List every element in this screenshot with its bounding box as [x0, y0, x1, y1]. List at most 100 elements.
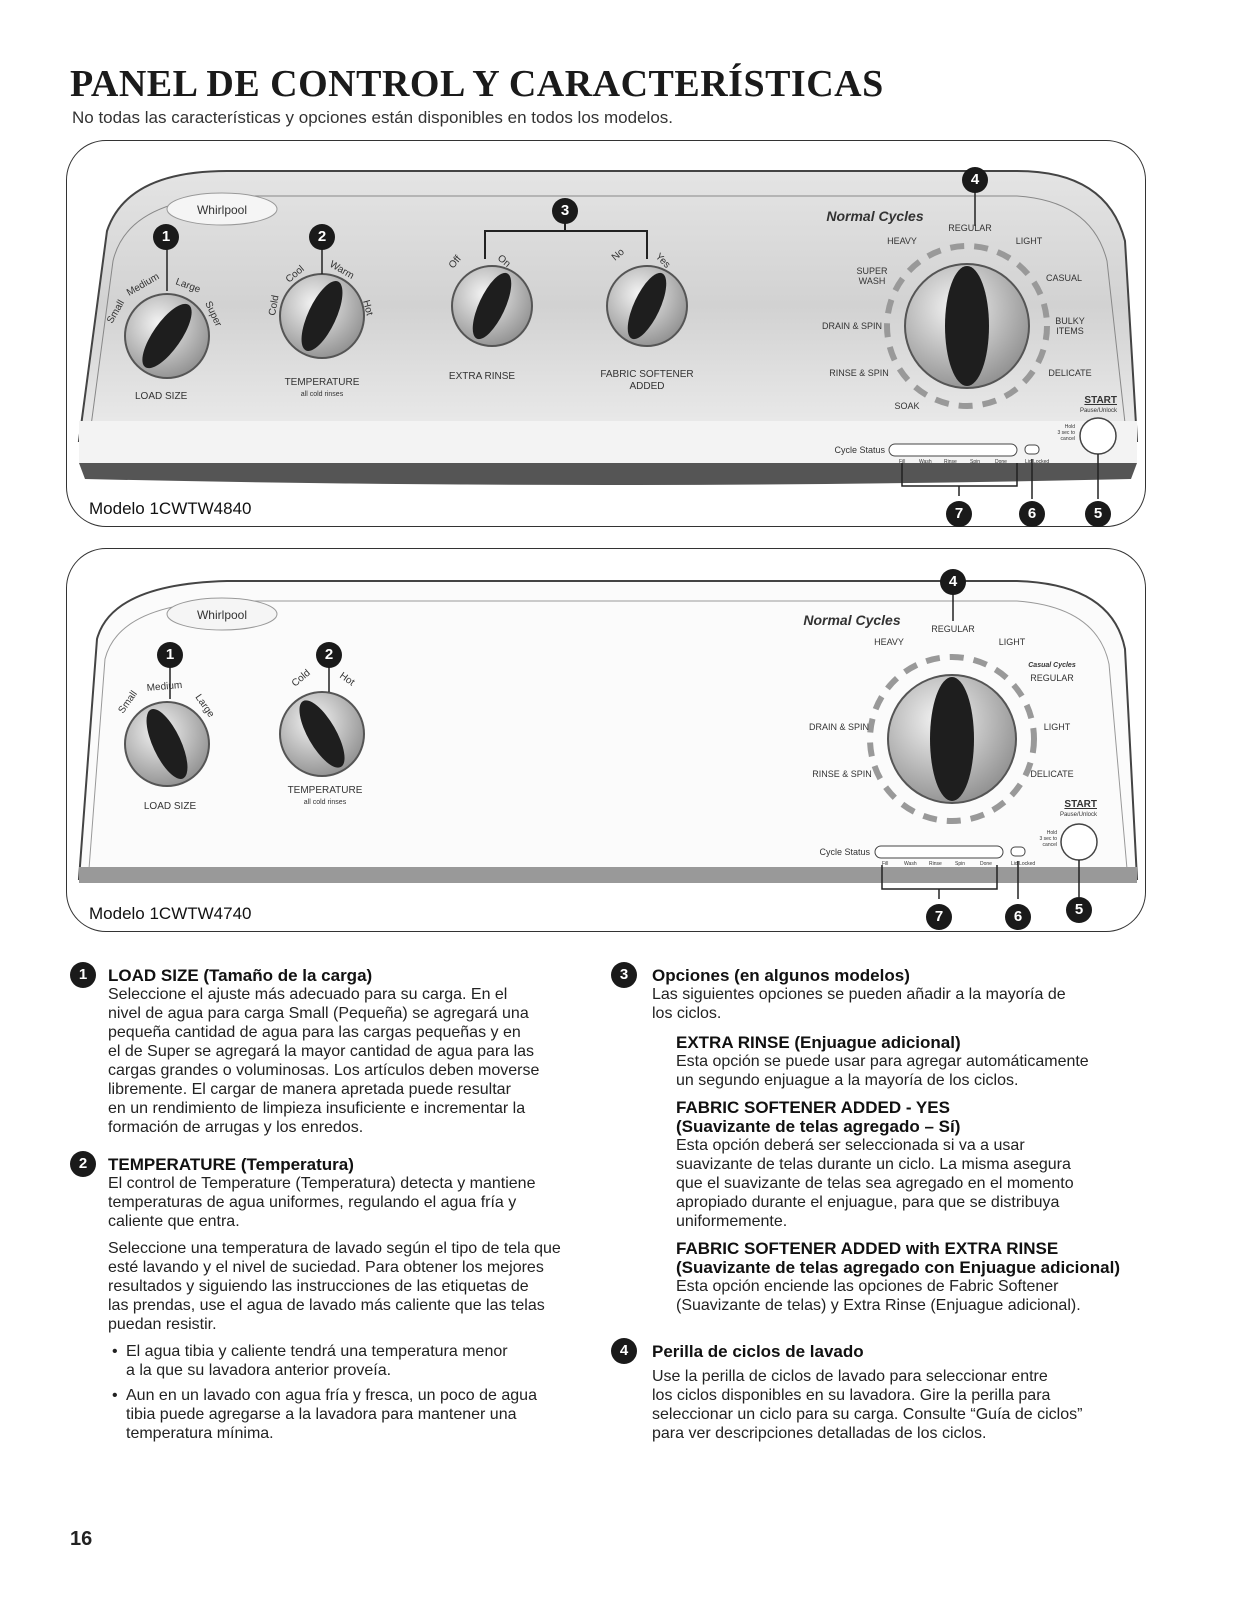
callout-1-2: 1: [157, 642, 183, 668]
page-title: PANEL DE CONTROL Y CARACTERÍSTICAS: [70, 63, 884, 105]
callout-4-2: 4: [940, 569, 966, 595]
callout-6-2: 6: [1005, 904, 1031, 930]
status-lid-locked-2: Lid Locked: [1011, 861, 1035, 867]
section-4-heading: Perilla de ciclos de lavado: [652, 1342, 864, 1361]
s4-line-0: Use la perilla de ciclos de lavado para …: [652, 1368, 1048, 1385]
temperature-title: TEMPERATURE: [285, 377, 360, 388]
page-subtitle: No todas las características y opciones …: [72, 108, 673, 127]
cycle-delicate-2: DELICATE: [1030, 769, 1073, 779]
temperature-knob-2[interactable]: [279, 691, 365, 777]
section-options: Opciones (en algunos modelos) Las siguie…: [652, 966, 1172, 1315]
s2-b2-2: temperatura mínima.: [126, 1425, 274, 1442]
callout-7-2: 7: [926, 904, 952, 930]
cycle-selector-knob-2[interactable]: [887, 674, 1017, 804]
section-2-number: 2: [70, 1151, 96, 1177]
cycle-heavy-2: HEAVY: [874, 637, 904, 647]
callout-5-2: 5: [1066, 897, 1092, 923]
lid-locked-light: [1024, 444, 1040, 455]
cycle-casual: CASUAL: [1046, 273, 1082, 283]
load-medium-label-2: Medium: [146, 680, 182, 694]
s1-line-5: libremente. El cargar de manera apretada…: [108, 1081, 511, 1098]
s1-line-2: pequeña cantidad de agua para las cargas…: [108, 1024, 521, 1041]
extra-rinse-title: EXTRA RINSE: [449, 371, 515, 382]
s3-c-1: (Suavizante de telas) y Extra Rinse (Enj…: [676, 1297, 1081, 1314]
cycle-rinse-spin-2: RINSE & SPIN: [812, 769, 872, 779]
status-rinse-2: Rinse: [929, 861, 942, 867]
s4-line-1: los ciclos disponibles en su lavadora. G…: [652, 1387, 1051, 1404]
load-size-knob-2[interactable]: [124, 701, 210, 787]
s3-a-0: Esta opción se puede usar para agregar a…: [676, 1053, 1089, 1070]
s2-b1-1: a la que su lavadora anterior proveía.: [126, 1362, 392, 1379]
s3-a-1: un segundo enjuague a la mayoría de los …: [676, 1072, 1019, 1089]
s3-b-2: que el suavizante de telas sea agregado …: [676, 1175, 1074, 1192]
s3-intro-0: Las siguientes opciones se pueden añadir…: [652, 986, 1066, 1003]
s3-b-1: suavizante de telas durante un ciclo. La…: [676, 1156, 1071, 1173]
cycle-status-lights: [888, 443, 1018, 457]
s2-bullet-2: Aun en un lavado con agua fría y fresca,…: [108, 1386, 608, 1443]
temp-cold-label: Cold: [267, 294, 281, 316]
softener-title-1: FABRIC SOFTENER: [600, 369, 693, 380]
s2-p1-0: El control de Temperature (Temperatura) …: [108, 1175, 536, 1192]
temperature-subtitle: all cold rinses: [301, 391, 344, 398]
cycle-drain-spin-2: DRAIN & SPIN: [809, 722, 869, 732]
panel-model-4740: Whirlpool Small Medium Large LOAD SIZE C…: [66, 548, 1146, 932]
callout-7: 7: [946, 501, 972, 527]
start-button-2[interactable]: [1060, 823, 1098, 861]
cycle-light: LIGHT: [1016, 236, 1043, 246]
section-2-heading: TEMPERATURE (Temperatura): [108, 1155, 354, 1174]
s2-p2-2: resultados y siguiendo las instrucciones…: [108, 1278, 529, 1295]
cycle-bulky-2: ITEMS: [1056, 326, 1084, 336]
cycle-selector-knob[interactable]: [904, 263, 1030, 389]
load-size-knob[interactable]: [124, 293, 210, 379]
panel-4740-illustration: Whirlpool Small Medium Large LOAD SIZE C…: [77, 580, 1139, 899]
temperature-knob[interactable]: [279, 273, 365, 359]
temperature-subtitle-2: all cold rinses: [304, 799, 347, 806]
cycle-super-2: WASH: [859, 276, 886, 286]
s3-c-0: Esta opción enciende las opciones de Fab…: [676, 1278, 1059, 1295]
s1-line-6: en un rendimiento de limpieza insuficien…: [108, 1100, 526, 1117]
status-done-2: Done: [980, 861, 992, 867]
casual-light: LIGHT: [1044, 722, 1071, 732]
cycle-regular: REGULAR: [948, 223, 992, 233]
status-lid-locked: Lid Locked: [1025, 459, 1049, 465]
softener-yes-heading: FABRIC SOFTENER ADDED - YES: [676, 1098, 950, 1117]
section-1-number: 1: [70, 962, 96, 988]
cycle-bulky-1: BULKY: [1055, 316, 1085, 326]
status-wash-2: Wash: [904, 861, 917, 867]
hold-text-2-2: 3 sec to: [1039, 836, 1057, 842]
model-label-4740: Modelo 1CWTW4740: [89, 904, 252, 923]
extra-rinse-knob[interactable]: [451, 265, 533, 347]
cycle-soak: SOAK: [894, 401, 919, 411]
callout-1: 1: [153, 224, 179, 250]
s1-line-7: formación de arrugas y los enredos.: [108, 1119, 364, 1136]
s2-b2-1: tibia puede agregarse a la lavadora para…: [126, 1406, 517, 1423]
hold-text-2: 3 sec to: [1057, 430, 1075, 436]
status-wash: Wash: [919, 459, 932, 465]
start-button[interactable]: [1079, 417, 1117, 455]
lid-locked-light-2: [1010, 846, 1026, 857]
start-label-2: START: [1064, 799, 1097, 810]
s4-line-3: para ver descripciones detalladas de los…: [652, 1425, 987, 1442]
section-4-number: 4: [611, 1338, 637, 1364]
fabric-softener-knob[interactable]: [606, 265, 688, 347]
status-fill: Fill: [899, 459, 905, 465]
hold-text-2-3: cancel: [1043, 842, 1057, 848]
s3-b-4: uniformemente.: [676, 1213, 788, 1230]
callout-2: 2: [309, 224, 335, 250]
model-label-4840: Modelo 1CWTW4840: [89, 499, 252, 518]
extra-rinse-heading: EXTRA RINSE (Enjuague adicional): [676, 1033, 961, 1052]
s3-b-3: apropiado durante el enjuague, para que …: [676, 1194, 1060, 1211]
section-temperature: TEMPERATURE (Temperatura) El control de …: [108, 1155, 608, 1443]
s2-bullet-1: El agua tibia y caliente tendrá una temp…: [108, 1342, 608, 1380]
section-3-number: 3: [611, 962, 637, 988]
softener-rinse-heading: FABRIC SOFTENER ADDED with EXTRA RINSE: [676, 1239, 1059, 1258]
cycle-drain-spin: DRAIN & SPIN: [822, 321, 882, 331]
s2-p2-3: las prendas, use el agua de lavado más c…: [108, 1297, 545, 1314]
cycle-super-1: SUPER: [856, 266, 888, 276]
section-3-heading: Opciones (en algunos modelos): [652, 966, 910, 985]
s2-p2-1: esté lavando y el nivel de suciedad. Par…: [108, 1259, 544, 1276]
callout-2-2: 2: [316, 642, 342, 668]
hold-text-1: Hold: [1065, 424, 1076, 430]
status-spin-2: Spin: [955, 861, 965, 867]
s1-line-3: el de Super se agregará la mayor cantida…: [108, 1043, 535, 1060]
